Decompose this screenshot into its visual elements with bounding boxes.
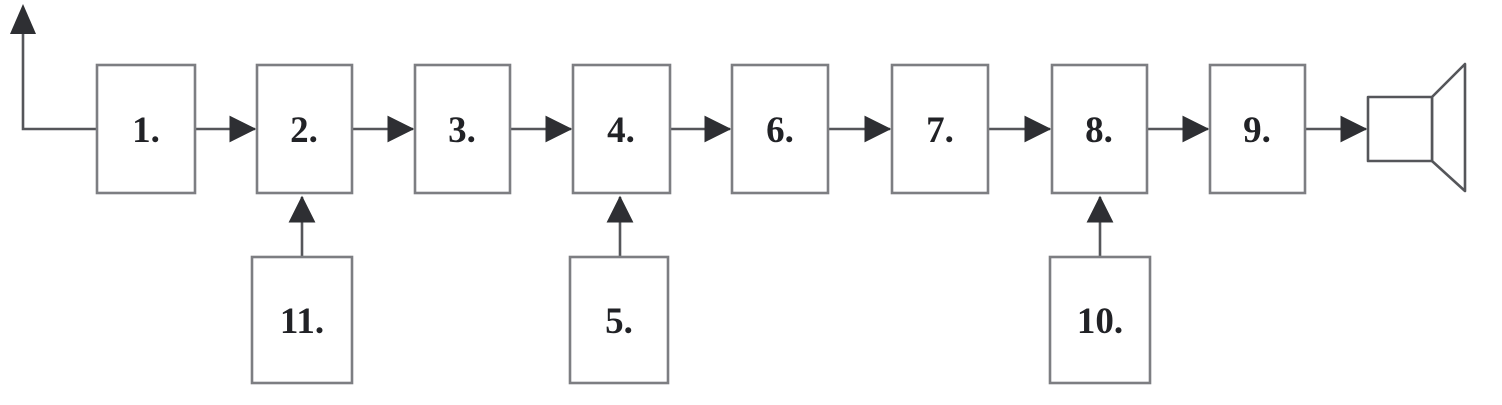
block-8-box: [1050, 63, 1149, 195]
block-6-box: [730, 63, 830, 195]
block-3-label: 3.: [448, 110, 476, 151]
block-3-box: [413, 63, 512, 195]
antenna-lead-line: [21, 30, 97, 131]
block-1-box: [95, 63, 197, 195]
block-9-box: [1208, 63, 1307, 195]
block-2: 2.: [255, 63, 354, 195]
block-11-label: 11.: [280, 301, 324, 342]
block-5: 5.: [568, 255, 670, 385]
block-4-box: [571, 63, 672, 195]
block-9: 9.: [1208, 63, 1307, 195]
block-7-box: [890, 63, 990, 195]
block-1: 1.: [95, 63, 197, 195]
block-2-box: [255, 63, 354, 195]
block-6: 6.: [730, 63, 830, 195]
antenna-icon: [10, 4, 97, 131]
block-8: 8.: [1050, 63, 1149, 195]
block-9-label: 9.: [1243, 110, 1271, 151]
block-2-label: 2.: [290, 110, 318, 151]
block-10: 10.: [1048, 255, 1152, 385]
loudspeaker-horn: [1430, 62, 1467, 193]
block-11-box: [250, 255, 354, 385]
antenna-arrowhead-icon: [10, 4, 36, 34]
block-5-box: [568, 255, 670, 385]
block-7: 7.: [890, 63, 990, 195]
block-7-label: 7.: [926, 110, 954, 151]
block-5-label: 5.: [605, 301, 633, 342]
block-4: 4.: [571, 63, 672, 195]
block-3: 3.: [413, 63, 512, 195]
loudspeaker-driver: [1366, 95, 1434, 163]
block-10-label: 10.: [1077, 301, 1123, 342]
block-4-label: 4.: [607, 110, 635, 151]
block-6-label: 6.: [766, 110, 794, 151]
block-10-box: [1048, 255, 1152, 385]
loudspeaker-icon: [1366, 62, 1467, 193]
block-1-label: 1.: [132, 110, 160, 151]
block-11: 11.: [250, 255, 354, 385]
block-8-label: 8.: [1085, 110, 1113, 151]
